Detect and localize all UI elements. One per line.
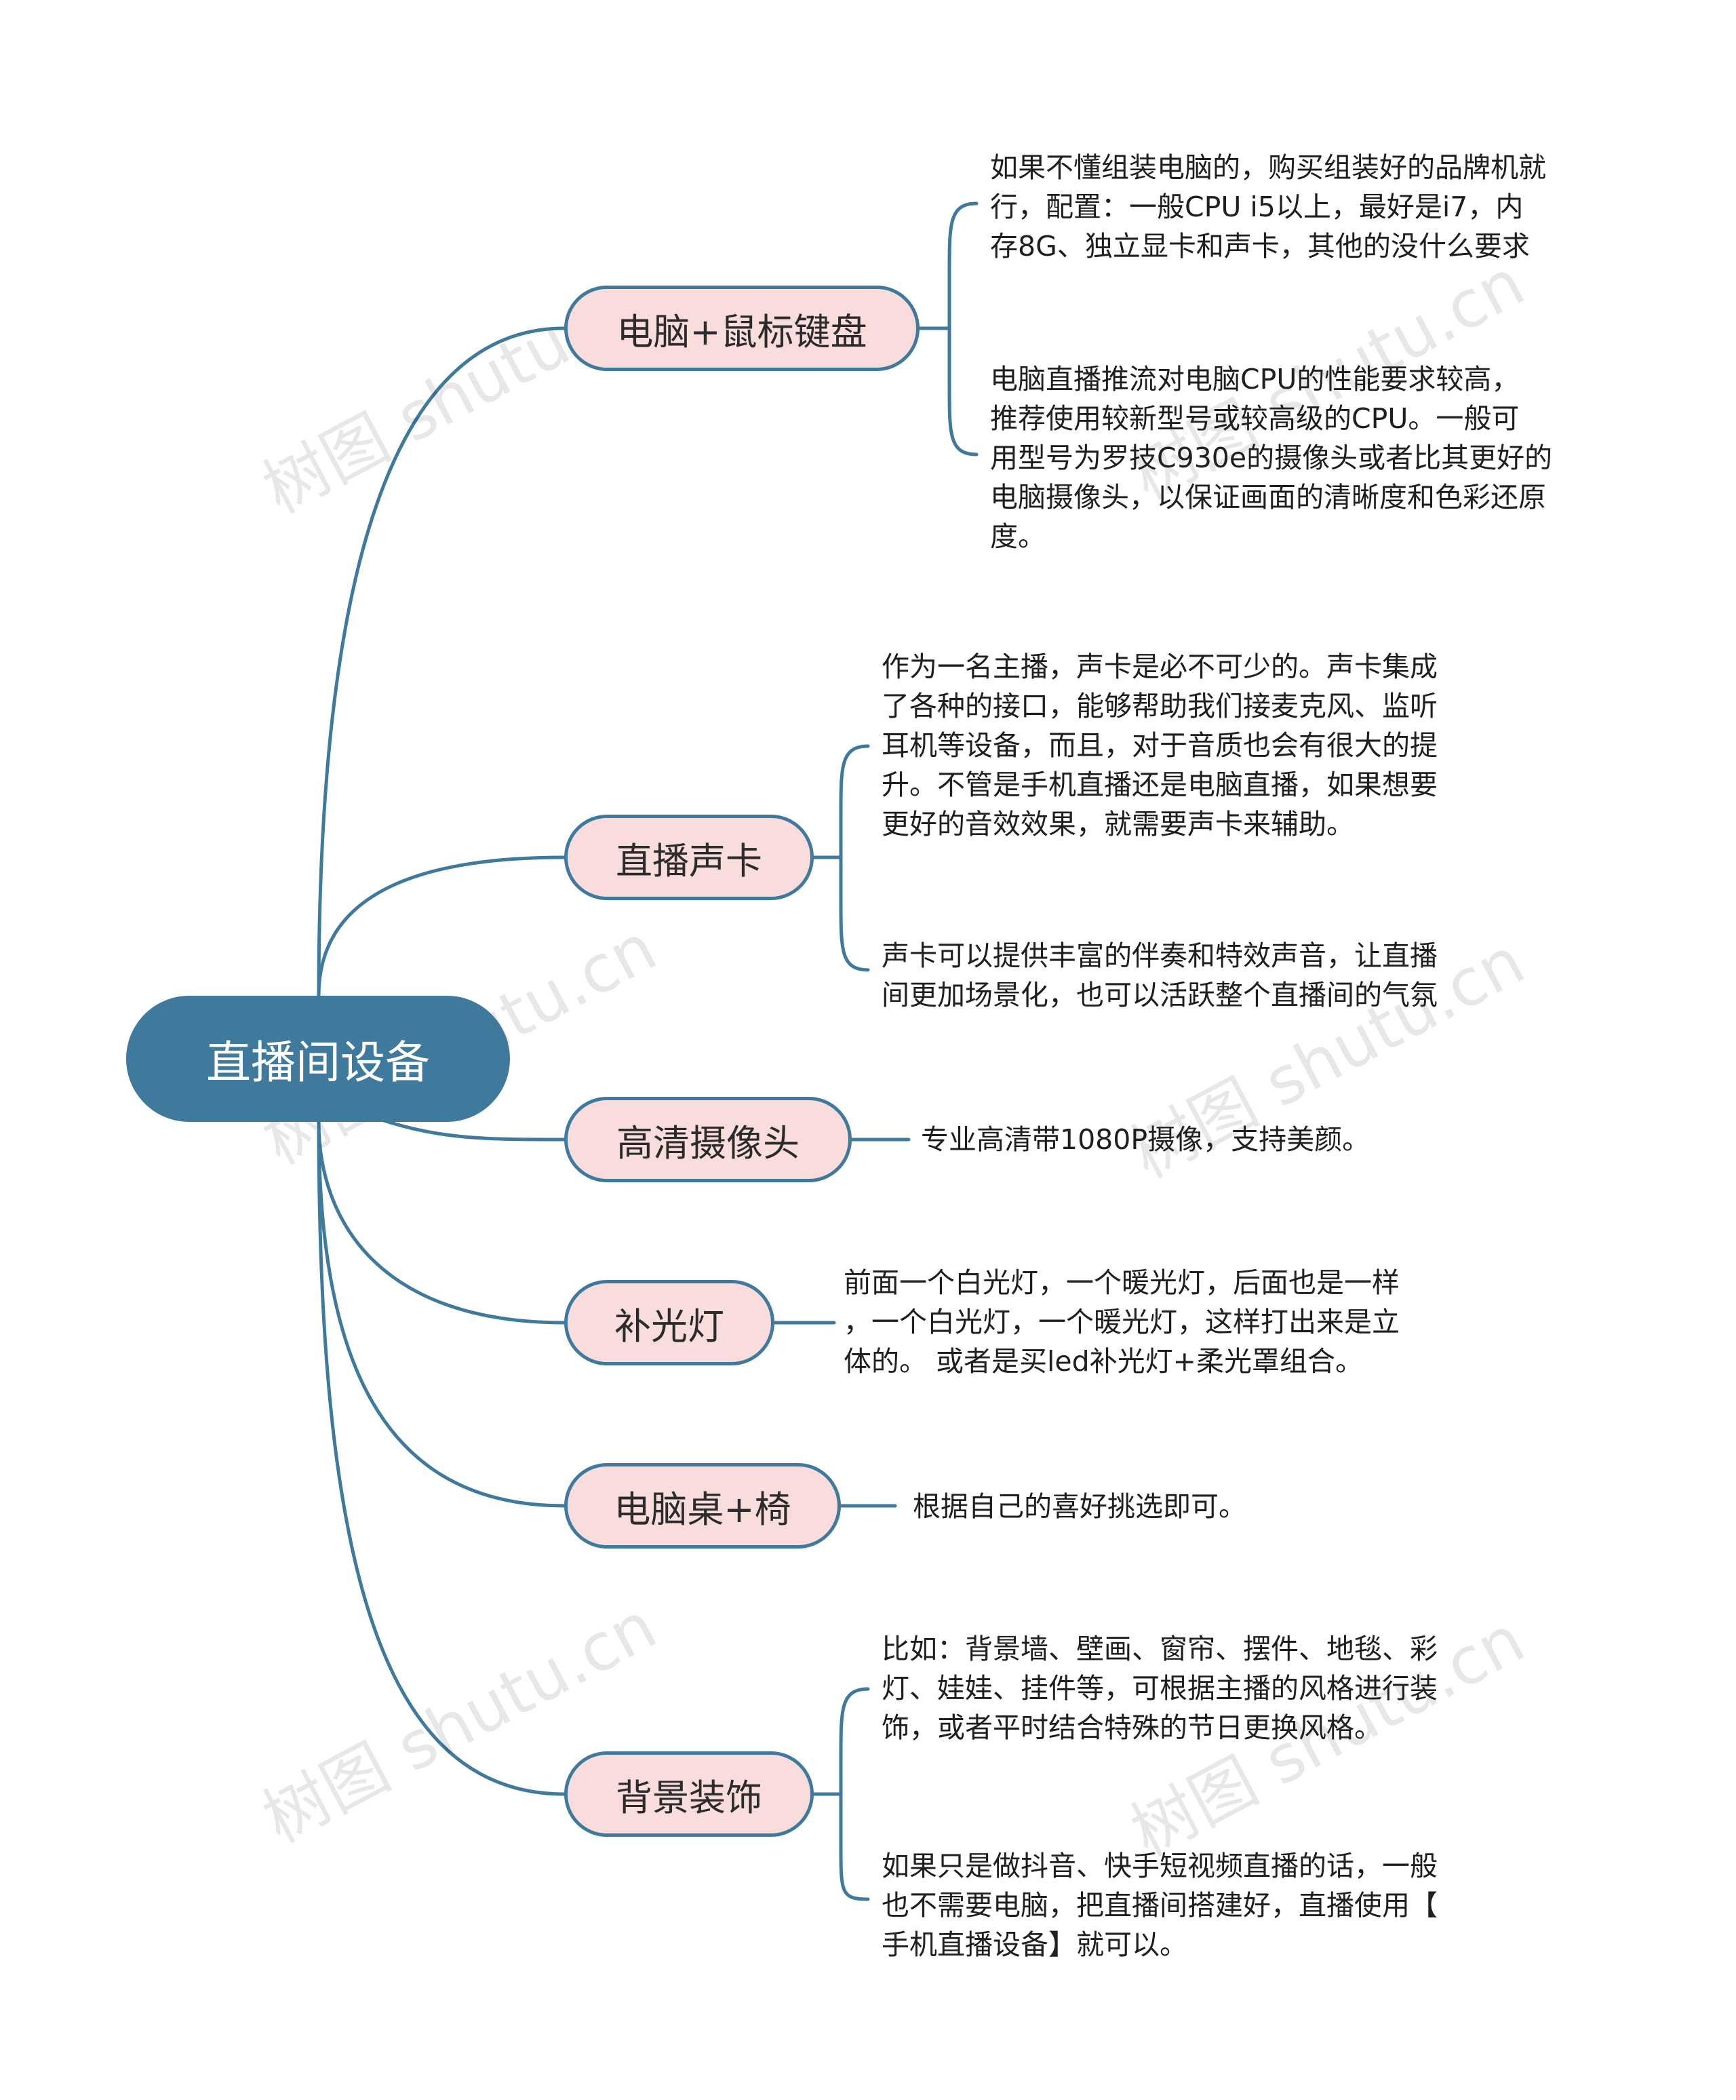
- topic-label: 直播声卡: [616, 839, 762, 882]
- root-label: 直播间设备: [206, 1036, 430, 1089]
- topic-hd-camera[interactable]: 高清摄像头: [564, 1097, 852, 1182]
- edge-topic-2-brace: [839, 744, 870, 972]
- note-sound-card-2: 声卡可以提供丰富的伴奏和特效声音，让直播 间更加场景化，也可以活跃整个直播间的气…: [882, 939, 1438, 1011]
- edge-topic-6-brace: [839, 1687, 870, 1901]
- topic-label: 补光灯: [614, 1304, 724, 1348]
- topic-fill-light[interactable]: 补光灯: [564, 1280, 774, 1365]
- topic-sound-card[interactable]: 直播声卡: [564, 815, 814, 900]
- topic-label: 高清摄像头: [616, 1121, 800, 1165]
- note-computer-2: 电脑直播推流对电脑CPU的性能要求较高， 推荐使用较新型号或较高级的CPU。一般…: [990, 363, 1553, 553]
- topic-computer[interactable]: 电脑+鼠标键盘: [564, 286, 920, 371]
- topic-label: 背景装饰: [616, 1776, 762, 1819]
- topic-background-decor[interactable]: 背景装饰: [564, 1751, 814, 1837]
- note-hd-camera: 专业高清带1080P摄像，支持美颜。: [921, 1123, 1370, 1156]
- edge-root-topic-6: [317, 1120, 566, 1796]
- edge-root-topic-2: [317, 855, 566, 998]
- note-background-2: 如果只是做抖音、快手短视频直播的话，一般 也不需要电脑，把直播间搭建好，直播使用…: [882, 1850, 1438, 1961]
- edge-topic-1-brace: [947, 201, 979, 456]
- edge-root-topic-3: [378, 1117, 566, 1142]
- edge-root-topic-5: [317, 1120, 566, 1508]
- topic-label: 电脑桌+椅: [614, 1488, 791, 1531]
- note-fill-light: 前面一个白光灯，一个暖光灯，后面也是一样 ，一个白光灯，一个暖光灯，这样打出来是…: [844, 1266, 1400, 1378]
- note-desk-chair: 根据自己的喜好挑选即可。: [913, 1490, 1246, 1523]
- note-sound-card-1: 作为一名主播，声卡是必不可少的。声卡集成 了各种的接口，能够帮助我们接麦克风、监…: [882, 650, 1438, 840]
- note-computer-1: 如果不懂组装电脑的，购买组装好的品牌机就 行，配置：一般CPU i5以上，最好是…: [990, 151, 1546, 262]
- note-background-1: 比如：背景墙、壁画、窗帘、摆件、地毯、彩 灯、娃娃、挂件等，可根据主播的风格进行…: [882, 1633, 1438, 1744]
- root-topic[interactable]: 直播间设备: [126, 996, 510, 1122]
- edge-root-topic-4: [317, 1120, 566, 1325]
- edge-root-topic-1: [317, 326, 566, 998]
- topic-desk-chair[interactable]: 电脑桌+椅: [564, 1463, 841, 1549]
- topic-label: 电脑+鼠标键盘: [616, 310, 867, 353]
